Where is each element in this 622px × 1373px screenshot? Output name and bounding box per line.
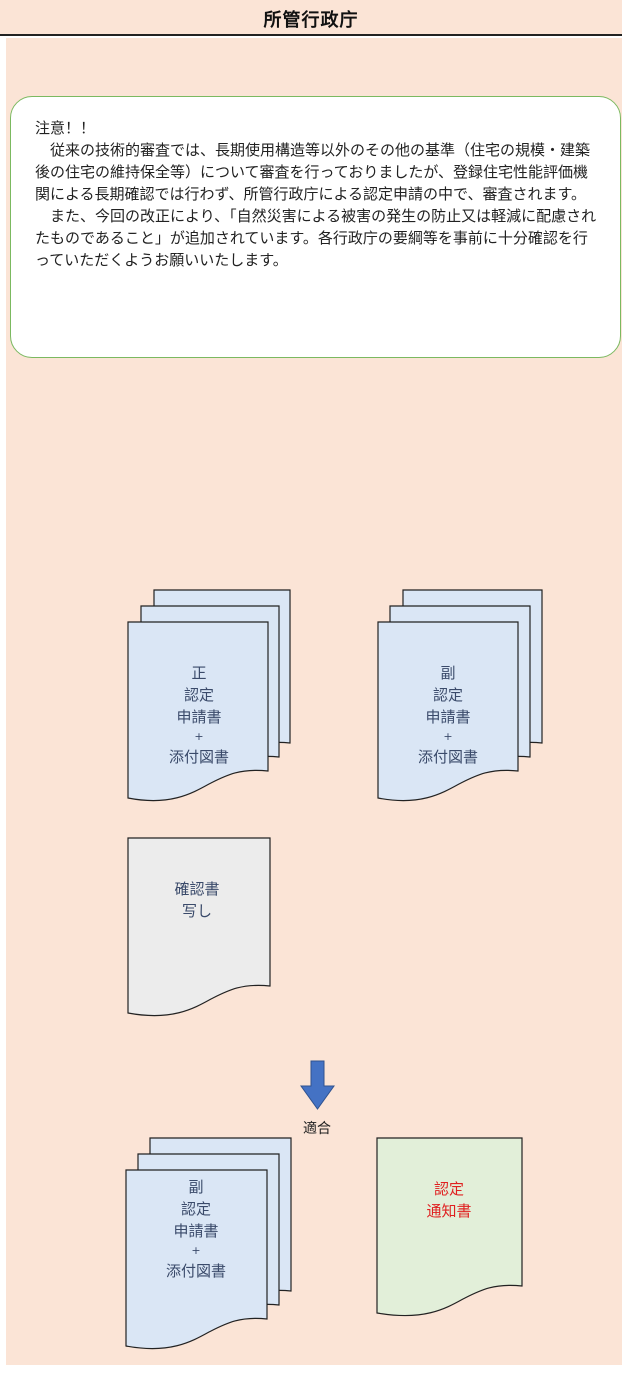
doc-returned-line-2: 認定 — [181, 1200, 211, 1218]
doc-original-line-1: 正 — [191, 664, 206, 682]
doc-confirmation-line-2: 写し — [182, 902, 212, 920]
doc-copy-line-5: 添付図書 — [418, 748, 478, 766]
caution-note: 注意！！ 従来の技術的審査では、長期使用構造等以外のその他の基準（住宅の規模・建… — [10, 96, 621, 358]
doc-copy-line-2: 認定 — [433, 686, 463, 704]
note-heading: 注意！！ — [35, 119, 96, 137]
doc-copy-line-4: + — [443, 730, 452, 743]
certification-notice-document: 認定 通知書 — [376, 1137, 523, 1317]
note-paragraph-1: 従来の技術的審査では、長期使用構造等以外のその他の基準（住宅の規模・建築後の住宅… — [35, 141, 591, 203]
doc-returned-line-3: 申請書 — [173, 1222, 218, 1240]
doc-returned-line-1: 副 — [188, 1178, 203, 1196]
returned-copy-document: 副 認定 申請書 + 添付図書 — [125, 1137, 292, 1350]
doc-confirmation-line-1: 確認書 — [174, 880, 219, 898]
page-title: 所管行政庁 — [263, 10, 359, 31]
doc-original-line-5: 添付図書 — [169, 748, 229, 766]
doc-original-line-2: 認定 — [184, 686, 214, 704]
confirmation-copy-document: 確認書 写し — [127, 837, 271, 1017]
doc-returned-line-4: + — [191, 1244, 200, 1257]
original-application-document: 正 認定 申請書 + 添付図書 — [127, 589, 291, 802]
copy-application-document: 副 認定 申請書 + 添付図書 — [377, 589, 543, 802]
note-paragraph-2: また、今回の改正により、「自然災害による被害の発生の防止又は軽減に配慮されたもの… — [35, 207, 597, 269]
doc-original-line-4: + — [194, 730, 203, 743]
doc-copy-line-1: 副 — [440, 664, 455, 682]
header-bar: 所管行政庁 — [0, 0, 622, 36]
doc-notice-line-1: 認定 — [434, 1180, 464, 1198]
doc-copy-line-3: 申請書 — [425, 708, 470, 726]
doc-notice-line-2: 通知書 — [426, 1202, 471, 1220]
doc-original-line-3: 申請書 — [176, 708, 221, 726]
doc-returned-line-5: 添付図書 — [166, 1262, 226, 1280]
conformity-label: 適合 — [303, 1120, 331, 1137]
down-arrow-icon — [300, 1060, 335, 1110]
